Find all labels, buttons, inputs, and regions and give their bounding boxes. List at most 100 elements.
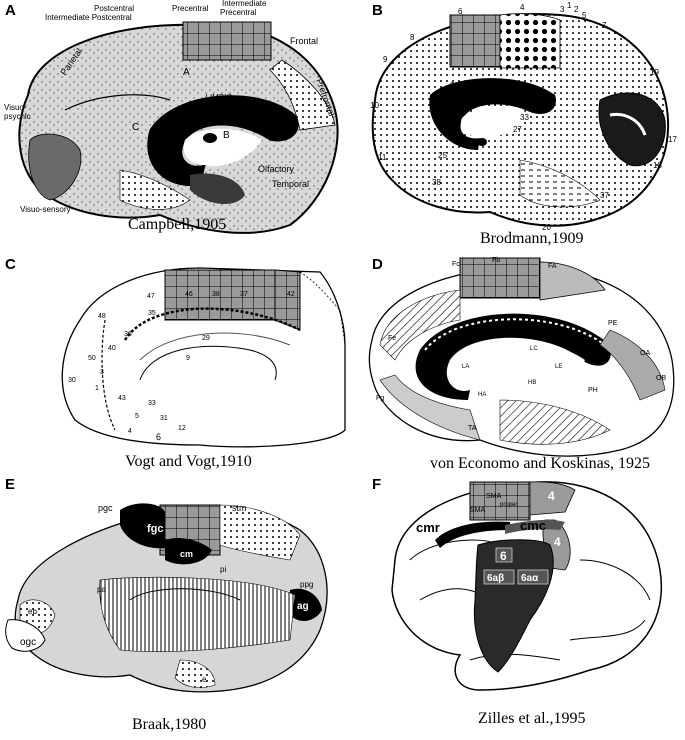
panel-d-label-le: LE: [555, 364, 562, 370]
panel-d-label-pe: PE: [608, 320, 618, 327]
panel-f-caption: Zilles et al.,1995: [478, 710, 586, 727]
panel-b-num-38: 38: [432, 178, 441, 187]
panel-f-label-6ab: 6aβ: [487, 573, 504, 584]
panel-e-label-fgc: fgc: [147, 523, 164, 535]
panel-c-caption: Vogt and Vogt,1910: [125, 453, 252, 470]
panel-letter-f: F: [372, 476, 382, 493]
panel-a-label-limbic: LIMBIC: [205, 93, 232, 102]
panel-f-label-sma-proper: proper: [500, 502, 517, 508]
panel-d-label-fc: Fc: [452, 261, 460, 268]
panel-c-num-30: 30: [68, 377, 76, 384]
panel-c-num-9: 9: [186, 355, 190, 362]
panel-c-area-numbers: 47 48 35 36 40 50 43 33 31 29 42 37 38 6…: [68, 291, 295, 442]
panel-d-brain: [368, 257, 675, 457]
panel-c-num-6: 6: [156, 432, 161, 442]
panel-b-num-18: 18: [653, 161, 662, 170]
panel-c-num-47: 47: [147, 293, 155, 300]
panel-b-brain: [371, 13, 670, 227]
panel-f-label-sma-2: SMA: [470, 507, 486, 514]
panel-a-label-precentral: Precentral: [172, 4, 209, 13]
panel-a-label-c: C: [132, 122, 139, 133]
panel-e-label-eb: eb: [28, 607, 37, 616]
panel-a-label-visuo-sensory: Visuo-sensory: [20, 205, 71, 214]
panel-c-grid-region: [164, 269, 276, 321]
panel-letter-a: A: [5, 2, 16, 19]
panel-b-num-4: 4: [520, 3, 525, 12]
panel-c-num-5: 5: [135, 413, 139, 420]
panel-b-num-11: 11: [378, 153, 387, 162]
panel-b-num-2: 2: [574, 5, 579, 14]
panel-c-num-1: 1: [95, 385, 99, 392]
panel-b-num-20: 20: [542, 223, 551, 232]
panel-b-num-8: 8: [410, 33, 415, 42]
panel-c-num-31: 31: [160, 415, 168, 422]
panel-c-num-50: 50: [88, 355, 96, 362]
panel-d-label-ph: PH: [588, 387, 598, 394]
panel-d-label-fb: Fb: [492, 257, 500, 264]
panel-a-label-intermediate-2: Precentral: [220, 8, 257, 17]
panel-a-label-visuo-psychic-2: psychic: [4, 112, 31, 121]
panel-b-num-3: 3: [560, 5, 565, 14]
panel-c-num-42: 42: [287, 291, 295, 298]
panel-b-num-17: 17: [668, 135, 677, 144]
panel-b-num-19: 19: [650, 68, 659, 77]
panel-b-num-33: 33: [520, 113, 529, 122]
panel-b-num-1: 1: [567, 1, 572, 10]
panel-f-label-4-top: 4: [548, 489, 555, 503]
panel-b-num-37: 37: [600, 191, 609, 200]
panel-a-label-olfactory: Olfactory: [258, 164, 295, 174]
panel-c-num-33: 33: [148, 400, 156, 407]
panel-b-area-numbers: 4 6 3 1 2 5 7 8 9 10 11 19 18 17 23 24 2…: [370, 1, 677, 232]
panel-f-label-cmc: cmc: [520, 518, 546, 533]
panel-c-num-46: 46: [185, 291, 193, 298]
panel-a-label-b: B: [223, 130, 230, 141]
panel-e-label-pgc: pgc: [98, 503, 113, 513]
panel-letter-d: D: [372, 256, 383, 273]
panel-f-grid-region: [469, 481, 531, 521]
panel-e-label-stm: stm: [232, 503, 247, 513]
panel-d-label-ha: HA: [478, 392, 486, 398]
panel-d-grid-region: [459, 257, 541, 299]
panel-b-num-27: 27: [513, 125, 522, 134]
panel-b-num-25: 25: [438, 151, 447, 160]
panel-e-label-ag: ag: [297, 601, 309, 612]
panel-b-num-23: 23: [535, 93, 544, 102]
panel-b-num-7: 7: [602, 21, 607, 30]
panel-c-brain: [61, 267, 346, 448]
panel-e-label-ogc: ogc: [20, 637, 36, 648]
panel-f-label-sma-1: SMA: [486, 493, 502, 500]
panel-c-num-43: 43: [118, 395, 126, 402]
panel-c-num-48: 48: [98, 313, 106, 320]
panel-d-caption: von Economo and Koskinas, 1925: [430, 455, 650, 472]
panel-d-label-ta: TA: [468, 425, 477, 432]
panel-d-label-oa: OA: [640, 350, 650, 357]
panel-e-label-pi: pi: [220, 565, 226, 574]
panel-d-label-fg: Fg: [376, 395, 384, 402]
panel-b-num-24: 24: [450, 81, 459, 90]
panel-d-label-fa: FA: [548, 263, 557, 270]
panel-c-num-12: 12: [178, 425, 186, 432]
panel-c-num-3: 3: [100, 369, 104, 376]
panel-letter-e: E: [5, 476, 16, 493]
panel-f-label-6: 6: [500, 549, 507, 563]
panel-c-num-4: 4: [128, 428, 132, 435]
panel-d-label-fe: Fe: [388, 335, 396, 342]
panel-e-label-ppg: ppg: [300, 580, 313, 589]
panel-d-label-lc: LC: [530, 346, 538, 352]
panel-e-label-pa: pa: [97, 585, 106, 594]
panel-letter-c: C: [5, 256, 16, 273]
panel-a-label-visuo-psychic-1: Visuo-: [4, 103, 27, 112]
panel-letter-b: B: [372, 2, 383, 19]
panel-c-num-29: 29: [202, 335, 210, 342]
panel-e-brain: [5, 503, 328, 693]
panel-f-brain: [391, 481, 662, 691]
panel-a-label-intermediate-postcentral: Intermediate Postcentral: [45, 13, 132, 22]
panel-c-num-38: 38: [212, 291, 220, 298]
panel-e-label-cm: cm: [180, 549, 193, 559]
panel-a-grid-region: [182, 21, 272, 61]
panel-a-label-postcentral: Postcentral: [94, 4, 134, 13]
panel-f-label-cmr: cmr: [416, 520, 440, 535]
panel-e-caption: Braak,1980: [132, 716, 207, 733]
panel-d-label-ob: OB: [656, 375, 666, 382]
